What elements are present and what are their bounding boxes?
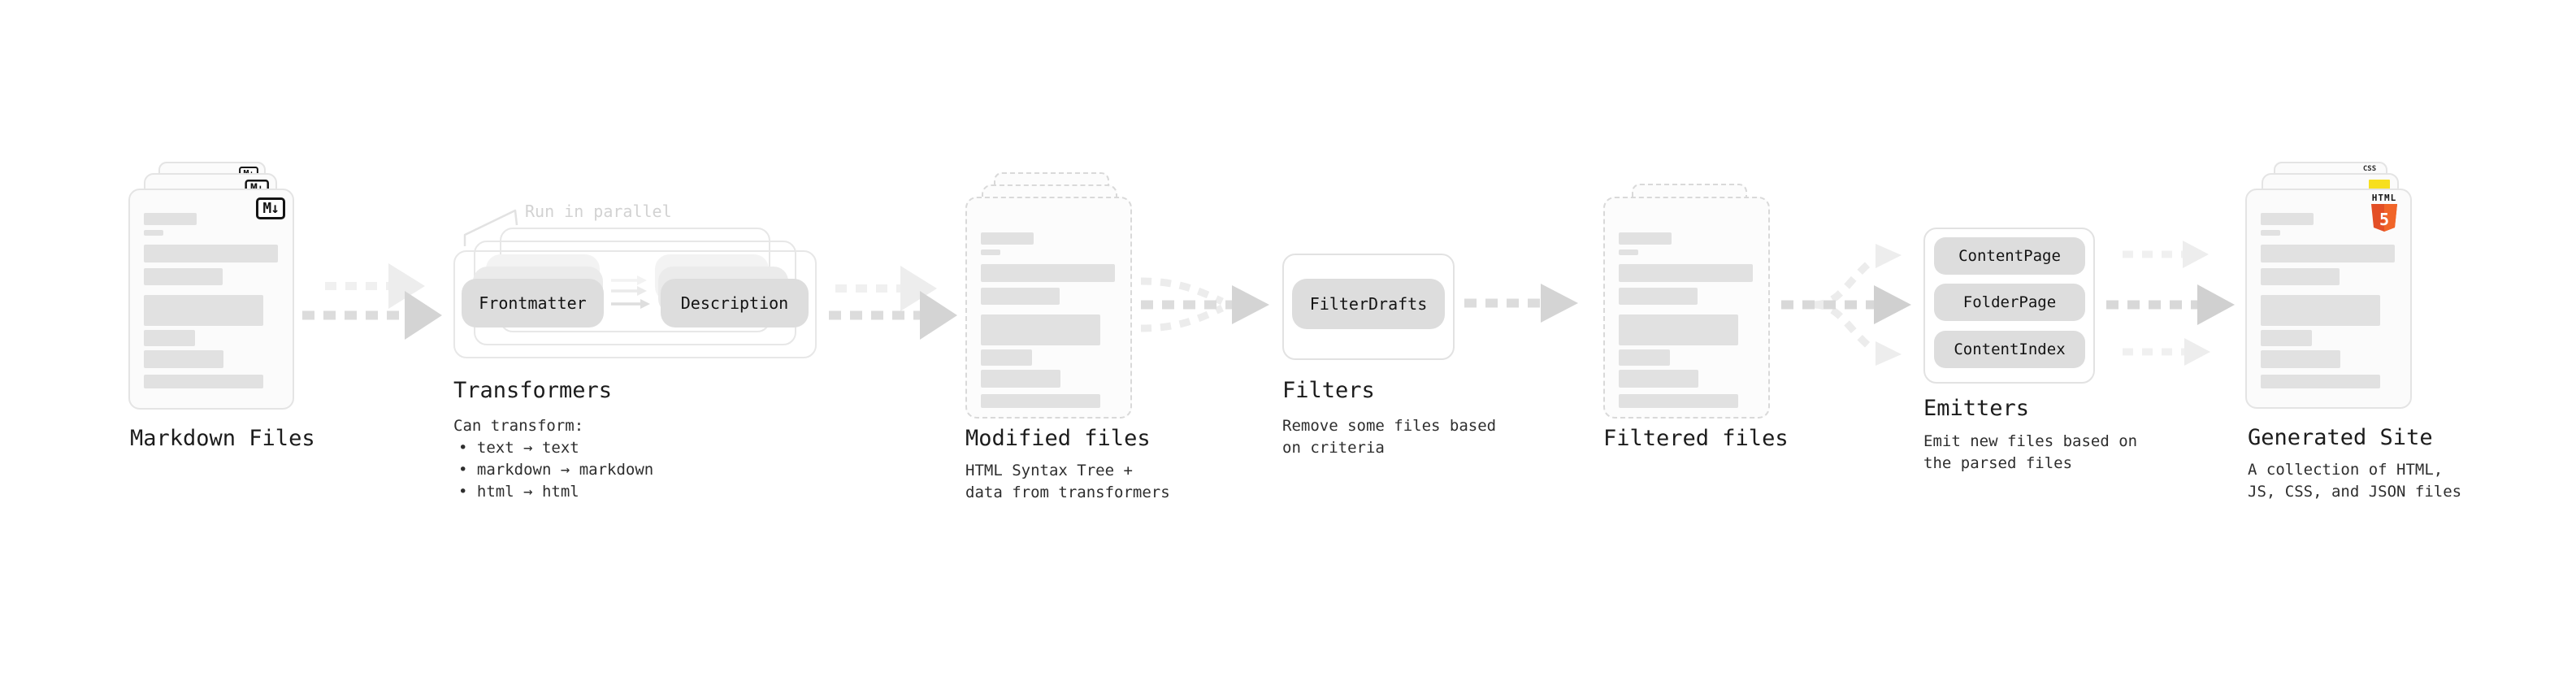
content-bar <box>2261 330 2312 346</box>
emitter-contentindex-pill: ContentIndex <box>1934 331 2085 368</box>
node-transformers: Run in parallel Frontmatter Description … <box>453 199 835 524</box>
node-label-generated-site: Generated Site <box>2248 425 2433 450</box>
arrow-filters-to-filtered <box>1464 284 1578 323</box>
content-bar <box>2261 295 2380 326</box>
generated-site-description: A collection of HTML, JS, CSS, and JSON … <box>2248 459 2461 503</box>
transformer-frontmatter-pill: Frontmatter <box>462 279 604 327</box>
node-label-filters: Filters <box>1282 378 1375 403</box>
content-bar <box>1619 249 1638 255</box>
arrow-transformers-to-modified <box>829 266 957 340</box>
content-bar <box>981 264 1115 282</box>
emitters-description: Emit new files based on the parsed files <box>1923 431 2137 475</box>
desc-line: HTML Syntax Tree + <box>965 462 1133 479</box>
modified-file-card-front <box>965 197 1132 419</box>
content-bar <box>1619 394 1738 408</box>
html5-label: HTML <box>2371 193 2397 203</box>
content-bar <box>981 314 1100 345</box>
content-bar <box>1619 370 1698 388</box>
content-bar <box>1619 264 1753 282</box>
emitter-contentpage-pill: ContentPage <box>1934 237 2085 275</box>
filter-drafts-pill: FilterDrafts <box>1292 279 1445 329</box>
content-bar <box>2261 245 2395 262</box>
html5-shield: 5 <box>2371 204 2397 232</box>
content-bar <box>1619 314 1738 345</box>
node-label-markdown-files: Markdown Files <box>130 426 315 451</box>
content-bar <box>1619 349 1670 366</box>
content-bar <box>2261 230 2280 236</box>
arrow-markdown-to-transformers <box>302 263 442 340</box>
content-bar <box>981 349 1032 366</box>
filters-description: Remove some files based on criteria <box>1282 415 1496 459</box>
markdown-icon: M↓ <box>256 197 285 219</box>
modified-files-description: HTML Syntax Tree + data from transformer… <box>965 460 1170 504</box>
content-bar <box>2261 213 2314 225</box>
desc-line: on criteria <box>1282 439 1385 457</box>
content-bar <box>1619 232 1672 245</box>
content-bar <box>144 268 223 285</box>
transformer-description-pill: Description <box>661 279 809 327</box>
transformers-description: Can transform: • text → text • markdown … <box>453 415 653 503</box>
markdown-file-card-front: M↓ <box>128 189 294 410</box>
node-generated-site: CSS HTML 5 Generated Site A collection o… <box>2245 162 2489 519</box>
content-bar <box>981 288 1060 305</box>
content-bar <box>144 330 195 346</box>
node-modified-files: Modified files HTML Syntax Tree + data f… <box>965 172 1177 522</box>
desc-line: data from transformers <box>965 484 1170 501</box>
desc-line: • text → text <box>458 439 579 457</box>
desc-line: Can transform: <box>453 417 584 435</box>
emitter-folderpage-pill: FolderPage <box>1934 284 2085 321</box>
desc-line: A collection of HTML, <box>2248 461 2444 479</box>
desc-line: Remove some files based <box>1282 417 1497 435</box>
node-label-transformers: Transformers <box>453 378 613 403</box>
node-label-filtered-files: Filtered files <box>1603 426 1789 451</box>
node-label-modified-files: Modified files <box>965 426 1151 451</box>
desc-line: the parsed files <box>1923 454 2073 472</box>
arrow-filtered-to-emitters <box>1781 244 1911 366</box>
svg-text:5: 5 <box>2379 210 2389 229</box>
run-in-parallel-annotation: Run in parallel <box>525 202 672 221</box>
content-bar <box>981 370 1060 388</box>
html5-icon: HTML 5 <box>2366 193 2402 232</box>
arrow-emitters-to-generated <box>2106 241 2235 366</box>
content-bar <box>144 295 263 326</box>
content-bar <box>144 230 163 236</box>
content-bar <box>981 232 1034 245</box>
arrow-modified-to-filters <box>1140 277 1269 332</box>
content-bar <box>144 245 278 262</box>
node-filtered-files: Filtered files <box>1603 184 1815 509</box>
css-label: CSS <box>2362 165 2377 173</box>
content-bar <box>981 249 1000 255</box>
content-bar <box>981 394 1100 408</box>
content-bar <box>144 213 197 225</box>
annotation-leader-line <box>463 209 518 246</box>
content-bar <box>2261 375 2380 388</box>
desc-line: JS, CSS, and JSON files <box>2248 483 2462 501</box>
desc-line: Emit new files based on <box>1923 432 2138 450</box>
content-bar <box>2261 350 2340 368</box>
node-filters: FilterDrafts Filters Remove some files b… <box>1282 254 1496 497</box>
transformer-box-front <box>453 250 817 358</box>
generated-file-card-front: HTML 5 <box>2245 189 2412 409</box>
filtered-file-card-front <box>1603 197 1770 419</box>
desc-line: • html → html <box>458 483 579 501</box>
node-emitters: ContentPage FolderPage ContentIndex Emit… <box>1923 228 2151 496</box>
desc-line: • markdown → markdown <box>458 461 654 479</box>
parallel-run-arrows <box>611 275 650 309</box>
javascript-icon <box>2369 180 2390 189</box>
content-bar <box>2261 268 2340 285</box>
content-bar <box>144 350 223 368</box>
content-bar <box>1619 288 1698 305</box>
node-label-emitters: Emitters <box>1923 396 2030 421</box>
content-bar <box>144 375 263 388</box>
node-markdown-files: M↓ M↓ M↓ Markdown Files <box>127 162 338 519</box>
